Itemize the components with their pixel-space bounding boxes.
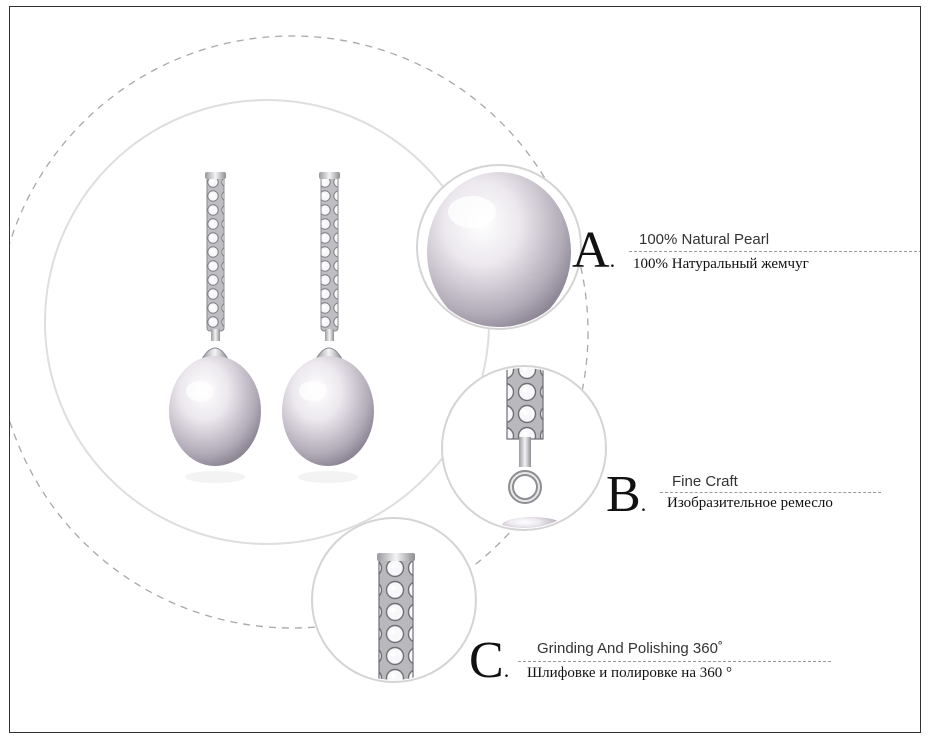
feature-b-english: Fine Craft [672,473,738,490]
bail-closeup-icon [502,368,562,528]
feature-c-divider [518,661,831,662]
feature-a-divider [629,251,920,252]
feature-b-divider [660,492,881,493]
feature-c-russian: Шлифовке и полировке на 360 ° [527,665,732,681]
feature-b-russian: Изобразительное ремесло [667,495,833,511]
feature-b-letter: B. [606,466,647,523]
feature-c-letter: C. [469,632,510,689]
main-product-circle [44,99,490,545]
pearl-closeup-icon [427,172,571,327]
pearl-earrings-icon [169,172,374,483]
feature-c-english: Grinding And Polishing 360˚ [537,640,723,657]
zircon-bar-closeup-icon [377,553,415,680]
product-frame: A. 100% Natural Pearl 100% Натуральный ж… [9,6,921,733]
dashed-outer-arc [10,35,589,629]
feature-a-letter: A. [572,222,616,279]
product-illustration [10,35,607,683]
feature-a-russian: 100% Натуральный жемчуг [633,256,809,272]
feature-a-english: 100% Natural Pearl [639,231,770,248]
